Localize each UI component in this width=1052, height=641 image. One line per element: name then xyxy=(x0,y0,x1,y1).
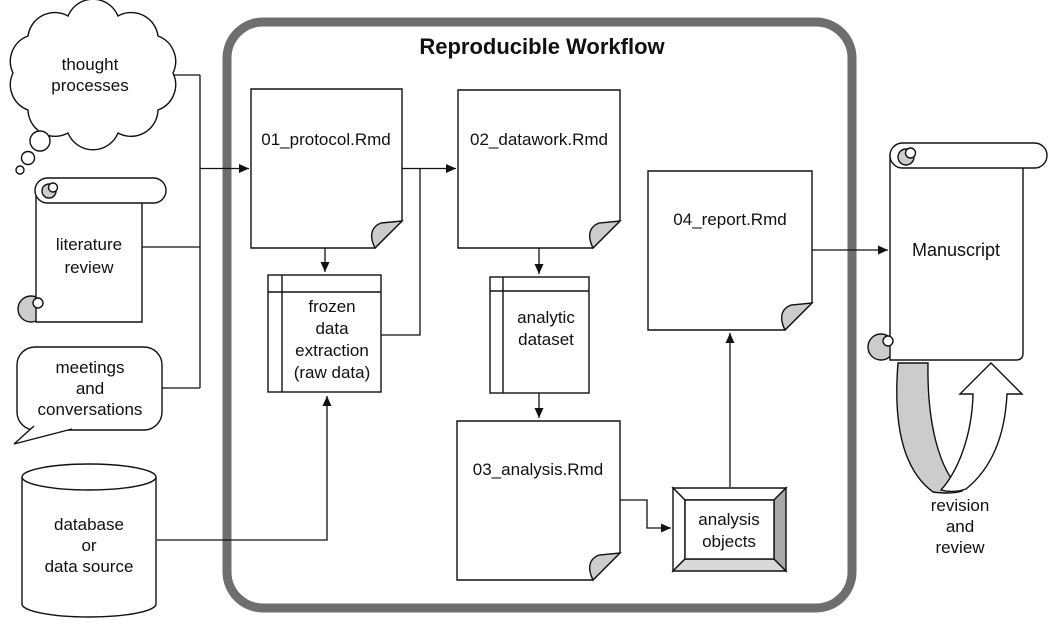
node-analytic-dataset: analytic dataset xyxy=(489,276,590,394)
cylinder-top xyxy=(21,463,157,491)
frame-bevel-top xyxy=(671,487,788,501)
node-database: database or data source xyxy=(21,463,157,618)
document-fold-corner xyxy=(370,220,404,250)
node-literature-review: literature review xyxy=(17,177,167,323)
database-label: database xyxy=(54,515,124,534)
frame-bevel-bottom xyxy=(671,558,788,572)
speech-bubble-tail xyxy=(13,425,73,445)
loop-arrow-up-band xyxy=(939,362,1024,493)
revision-review-label: revision xyxy=(931,496,990,515)
internal-storage-shape xyxy=(267,274,382,393)
scroll-top-roll xyxy=(34,177,167,204)
meetings-label: and xyxy=(76,379,104,398)
loop-arrow-down-band xyxy=(896,362,964,494)
manuscript-label: Manuscript xyxy=(912,240,1000,260)
document-fold-corner xyxy=(588,552,622,582)
internal-storage-shape xyxy=(489,276,590,394)
frozen-data-label: frozen xyxy=(308,297,355,316)
cloud-tail-bubble-small xyxy=(15,165,25,175)
scroll-top-curl-notch xyxy=(47,182,59,193)
scroll-top-curl-notch xyxy=(904,147,917,159)
frozen-data-label: (raw data) xyxy=(294,363,371,382)
workflow-boundary xyxy=(222,17,857,613)
node-manuscript: Manuscript xyxy=(867,142,1048,361)
node-analysis-rmd: 03_analysis.Rmd xyxy=(456,420,622,582)
cloud-shape xyxy=(9,0,177,151)
connectors xyxy=(142,74,888,541)
node-frozen-data-extraction: frozen data extraction (raw data) xyxy=(267,274,382,393)
literature-review-label: literature xyxy=(56,235,122,254)
thought-processes-label: processes xyxy=(51,76,128,95)
cylinder-body xyxy=(21,477,157,618)
arrow-database-to-frozen xyxy=(157,396,332,541)
node-report-rmd: 04_report.Rmd xyxy=(647,170,814,332)
analytic-dataset-label: dataset xyxy=(518,330,574,349)
document-fold-corner xyxy=(780,302,814,332)
literature-review-label: review xyxy=(64,258,114,277)
analysis-objects-label: objects xyxy=(702,532,756,551)
revision-review-loop: revision and review xyxy=(896,362,1024,557)
scroll-top-roll xyxy=(889,142,1048,169)
node-thought-processes: thought processes xyxy=(9,0,177,175)
frozen-data-label: data xyxy=(315,319,349,338)
scroll-body xyxy=(35,190,143,323)
report-label: 04_report.Rmd xyxy=(673,210,786,229)
analytic-dataset-label: analytic xyxy=(517,308,575,327)
database-label: data source xyxy=(45,557,134,576)
revision-review-label: review xyxy=(935,538,985,557)
node-protocol-rmd: 01_protocol.Rmd xyxy=(250,88,404,250)
node-analysis-objects: analysis objects xyxy=(671,486,788,573)
scroll-body xyxy=(889,154,1024,361)
frame-bevel-right xyxy=(773,486,787,573)
cloud-tail-bubble-large xyxy=(29,130,51,152)
frame-inner-panel xyxy=(684,499,775,560)
meetings-label: conversations xyxy=(38,400,143,419)
frame-bevel-left xyxy=(672,486,686,573)
revision-review-label: and xyxy=(946,517,974,536)
node-datawork-rmd: 02_datawork.Rmd xyxy=(457,89,622,250)
connector-frozen-to-junction xyxy=(381,168,421,336)
thought-processes-label: thought xyxy=(62,55,119,74)
diagram-title: Reproducible Workflow xyxy=(419,34,665,59)
protocol-label: 01_protocol.Rmd xyxy=(261,130,390,149)
frozen-data-label: extraction xyxy=(295,341,369,360)
analysis-label: 03_analysis.Rmd xyxy=(473,460,603,479)
speech-bubble xyxy=(16,346,163,431)
cloud-tail-bubble-medium xyxy=(20,150,36,166)
document-fold-corner xyxy=(588,220,622,250)
scroll-curl-notch xyxy=(32,297,44,309)
database-label: or xyxy=(81,536,96,555)
meetings-label: meetings xyxy=(56,358,125,377)
arrow-analysis-to-objects xyxy=(620,499,671,533)
node-meetings-conversations: meetings and conversations xyxy=(13,346,163,445)
analysis-objects-label: analysis xyxy=(698,510,759,529)
datawork-label: 02_datawork.Rmd xyxy=(470,130,608,149)
speech-bubble-tail-fill xyxy=(14,425,72,444)
scroll-curl-notch xyxy=(882,335,894,347)
